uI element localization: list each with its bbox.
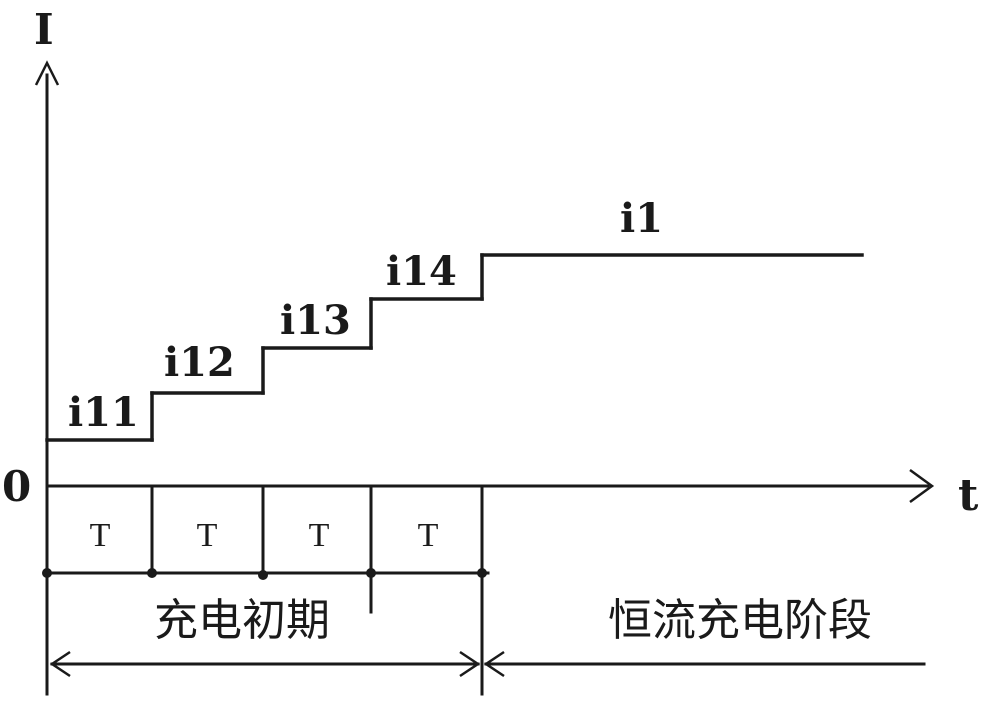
x-axis-arrowhead — [909, 468, 935, 504]
period-4-label: T — [418, 517, 439, 554]
timeline-dot-2 — [258, 570, 268, 580]
step-2-label: i12 — [164, 339, 235, 386]
period-3-label: T — [309, 517, 330, 554]
initial-phase-label: 充电初期 — [154, 595, 330, 646]
step-4-label: i14 — [386, 248, 457, 295]
constant-label: i1 — [620, 195, 663, 242]
step-1-label: i11 — [68, 389, 139, 436]
constant-phase-arrow-left — [483, 650, 505, 678]
timeline-dot-1 — [147, 568, 157, 578]
x-axis-label: t — [958, 470, 979, 521]
origin-label: 0 — [2, 462, 31, 511]
y-axis-label: I — [34, 5, 54, 54]
timeline-dot-4 — [477, 568, 487, 578]
step-3-label: i13 — [280, 297, 351, 344]
period-2-label: T — [197, 517, 218, 554]
period-1-label: T — [90, 517, 111, 554]
constant-phase-label: 恒流充电阶段 — [608, 595, 872, 646]
timeline-dot-0 — [42, 568, 52, 578]
initial-phase-arrow-left — [49, 650, 71, 678]
y-axis-arrowhead — [34, 60, 60, 86]
timeline-dot-3 — [366, 568, 376, 578]
initial-phase-arrow-right — [459, 650, 481, 678]
